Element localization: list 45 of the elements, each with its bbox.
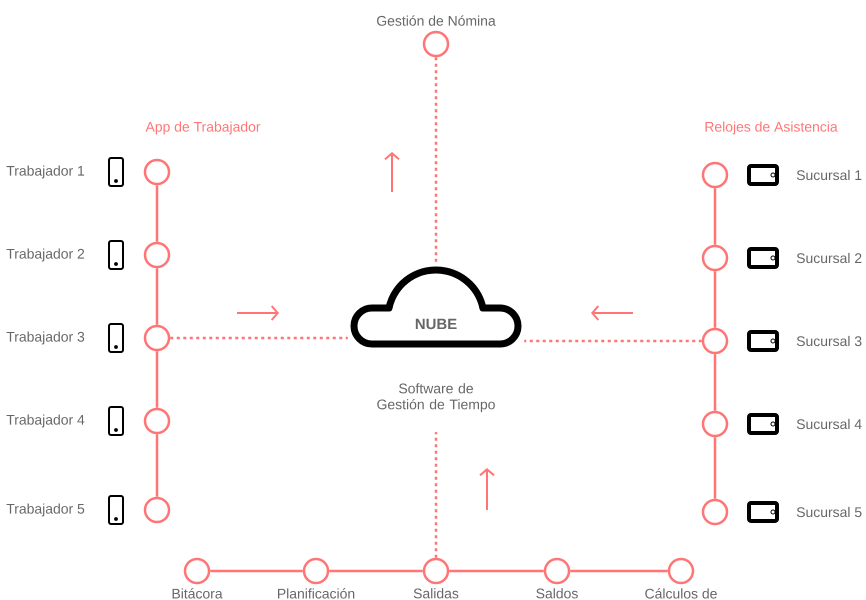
connector-line xyxy=(570,570,668,572)
node-label: Cálculos de xyxy=(645,588,717,599)
connector-line xyxy=(156,351,158,408)
node-label: Saldos xyxy=(536,588,578,598)
junction-circle xyxy=(702,410,728,438)
junction-circle xyxy=(702,244,728,272)
node-label: Bitácora xyxy=(172,588,223,599)
device-label: Sucursal 5 xyxy=(796,506,862,518)
device-label: Trabajador 5 xyxy=(6,503,84,516)
connector-line xyxy=(156,185,158,242)
device-label: Sucursal 3 xyxy=(796,336,862,346)
section-label: App de Trabajador xyxy=(146,121,260,134)
device-label: Sucursal 2 xyxy=(796,252,862,264)
junction-circle xyxy=(702,328,728,354)
device-label: Sucursal 1 xyxy=(796,170,862,180)
section-label: Relojes de Asistencia xyxy=(705,121,838,134)
node-label: Planificación xyxy=(278,588,354,599)
connector-line xyxy=(434,57,438,262)
junction-circle xyxy=(144,496,170,524)
node-label: Salidas xyxy=(414,588,458,598)
connector-line xyxy=(434,432,438,558)
junction-circle xyxy=(144,158,170,186)
connector-line xyxy=(714,437,716,499)
junction-circle xyxy=(702,162,728,188)
connector-line xyxy=(329,570,423,572)
connector-line xyxy=(524,340,702,342)
connector-line xyxy=(170,336,348,340)
connector-line xyxy=(156,434,158,497)
junction-circle xyxy=(702,498,728,526)
cloud-caption: Software de Gestión de Tiempo xyxy=(377,383,495,412)
junction-circle xyxy=(144,408,170,434)
device-label: Trabajador 4 xyxy=(6,414,84,428)
node-label: Gestión de Nómina xyxy=(377,15,496,26)
connector-line xyxy=(714,188,716,245)
junction-circle xyxy=(144,324,170,352)
device-label: Trabajador 2 xyxy=(6,248,84,262)
connector-line xyxy=(714,271,716,328)
device-label: Trabajador 3 xyxy=(6,331,84,344)
connector-line xyxy=(210,570,303,572)
device-label: Sucursal 4 xyxy=(796,418,862,430)
connector-line xyxy=(156,268,158,325)
connector-line xyxy=(449,570,544,572)
device-label: Trabajador 1 xyxy=(6,165,84,178)
junction-circle xyxy=(144,242,170,268)
connector-line xyxy=(714,354,716,411)
